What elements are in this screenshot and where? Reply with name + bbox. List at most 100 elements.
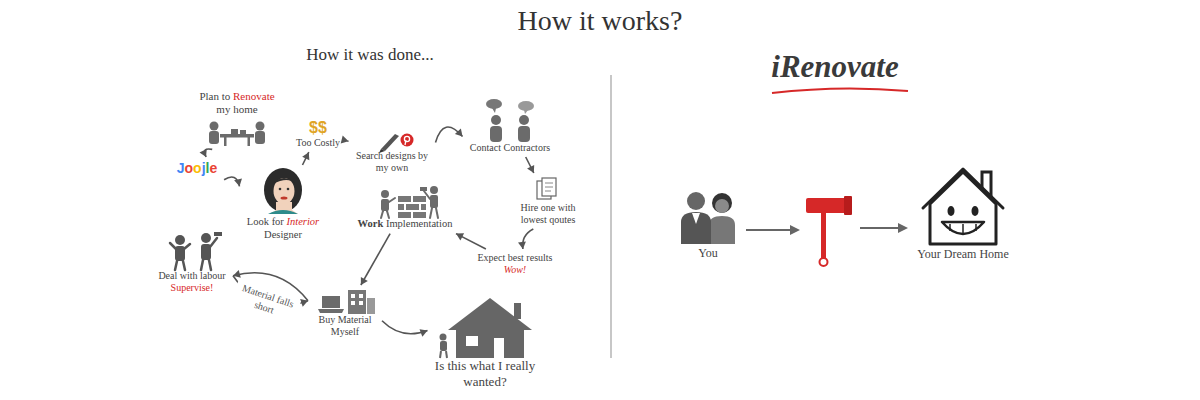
word: Implementation [386,218,452,229]
worker-leg [387,211,389,218]
word: my [216,103,230,115]
hammer-cap [844,196,852,215]
dream-house [923,169,1003,244]
person-body [440,341,447,351]
icon-space [431,296,540,358]
icon-space [517,176,580,202]
laptop-screen [322,296,340,308]
flow-connector [526,157,535,173]
person-body [518,126,530,142]
man-body [681,212,711,244]
icon-space [195,116,279,146]
worker-head [430,186,438,194]
worker-head [175,235,185,245]
window [351,294,355,298]
step-node: Work Implementation [354,184,457,231]
worker-tool [424,191,430,199]
step-node: $$Too Costly [292,118,345,149]
shirt [692,213,700,224]
designer-portrait [264,168,302,214]
brand-logo: iRenovate [750,48,920,85]
brick [406,204,419,210]
quotes-icon [537,178,556,199]
step-node: Hire one with lowest qoutes [517,176,580,226]
step-node: Buy Material Myself [311,288,379,338]
step-node: Contact Contractors [466,98,555,154]
flow-connector [436,127,463,142]
step-text: Look for Interior Designer [243,216,324,241]
flow-connector [518,229,533,249]
doc-line [545,191,551,192]
person-body [209,131,219,144]
connector-line [303,152,309,165]
flow-connector [456,233,486,249]
eye [972,206,979,216]
roof [923,169,1003,208]
arrow-head [790,225,800,235]
step-text: Deal with labour [154,270,230,282]
window [351,301,355,305]
laptop-base [318,309,344,313]
arrow-head [518,242,526,250]
arrow-head [527,165,534,173]
edge-label: Material falls short [231,281,301,325]
connector-line [436,127,463,142]
letter: l [206,160,210,176]
window [359,301,363,305]
step-node: Deal with labourSupervise! [154,230,230,294]
word: Look [247,216,269,227]
brick [421,204,426,210]
hammer-logo [806,196,852,266]
arrow-head [302,152,309,160]
eye [948,206,955,216]
speech-bubble [518,101,534,111]
flow-connector [224,177,242,186]
step-text: $$ [292,118,345,137]
word: Plan [199,90,219,102]
arrow-head [420,329,428,337]
tooth-line [962,224,964,235]
arrow-head [341,136,349,144]
step-text: Supervise! [154,282,230,294]
document [542,178,556,196]
couple-icon [681,192,735,244]
hammer-head [806,198,848,213]
speech-bubble [486,99,502,109]
step-text: Expect best results [474,252,557,264]
hammer-loop [820,258,828,266]
man-head [687,192,705,210]
smile [942,222,984,234]
divider-line [610,75,612,358]
worker-leg [175,261,177,270]
step-node: Plan to Renovate my home [195,90,279,146]
worker-leg [201,260,203,270]
person-head [491,115,501,125]
step-node: Is this what I really wanted? [431,296,540,389]
worker-arm [184,244,190,249]
chimney [514,303,521,319]
meeting-icon [209,122,265,147]
tool-head [214,232,222,236]
eye [279,188,282,191]
person-head [519,115,529,125]
table-leg [224,137,227,146]
icon-space [311,288,379,314]
worker-leg [209,260,211,270]
step-text: Your Dream Home [914,247,1012,261]
pin-mark [405,140,406,145]
flow-line [746,229,792,231]
word: to [222,90,231,102]
table-item [240,130,246,134]
logo-swoosh [772,88,908,93]
speech-tail [492,108,496,113]
fringe [272,178,296,184]
labour-icon [170,232,222,270]
brick [398,204,404,210]
connector-line [523,229,534,249]
window [466,336,478,346]
step-text: Plan to Renovate my home [195,90,279,116]
roof [448,298,532,330]
contact-icon [486,99,534,142]
step-text: Search designs by my own [352,150,433,174]
